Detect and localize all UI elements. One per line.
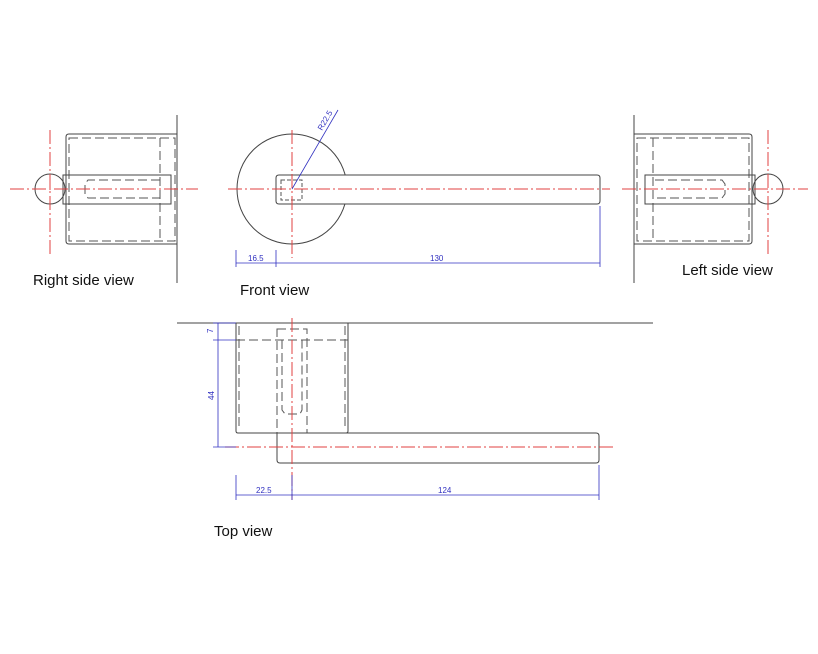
- top-height-dimension: 44: [207, 391, 216, 400]
- right-side-view-label: Right side view: [33, 272, 134, 289]
- front-view-label: Front view: [240, 282, 310, 299]
- top-view-drawing: [177, 318, 653, 500]
- top-small-dimension: 7: [206, 328, 215, 333]
- front-offset-dimension: 16.5: [248, 254, 264, 263]
- front-length-dimension: 130: [430, 254, 444, 263]
- front-view-drawing: [228, 109, 610, 267]
- left-side-view-label: Left side view: [682, 262, 773, 279]
- right-side-view-drawing: [10, 115, 198, 283]
- top-length-dimension: 124: [438, 486, 452, 495]
- left-side-view-drawing: [622, 115, 808, 283]
- top-offset-dimension: 22.5: [256, 486, 272, 495]
- top-view-label: Top view: [214, 523, 273, 540]
